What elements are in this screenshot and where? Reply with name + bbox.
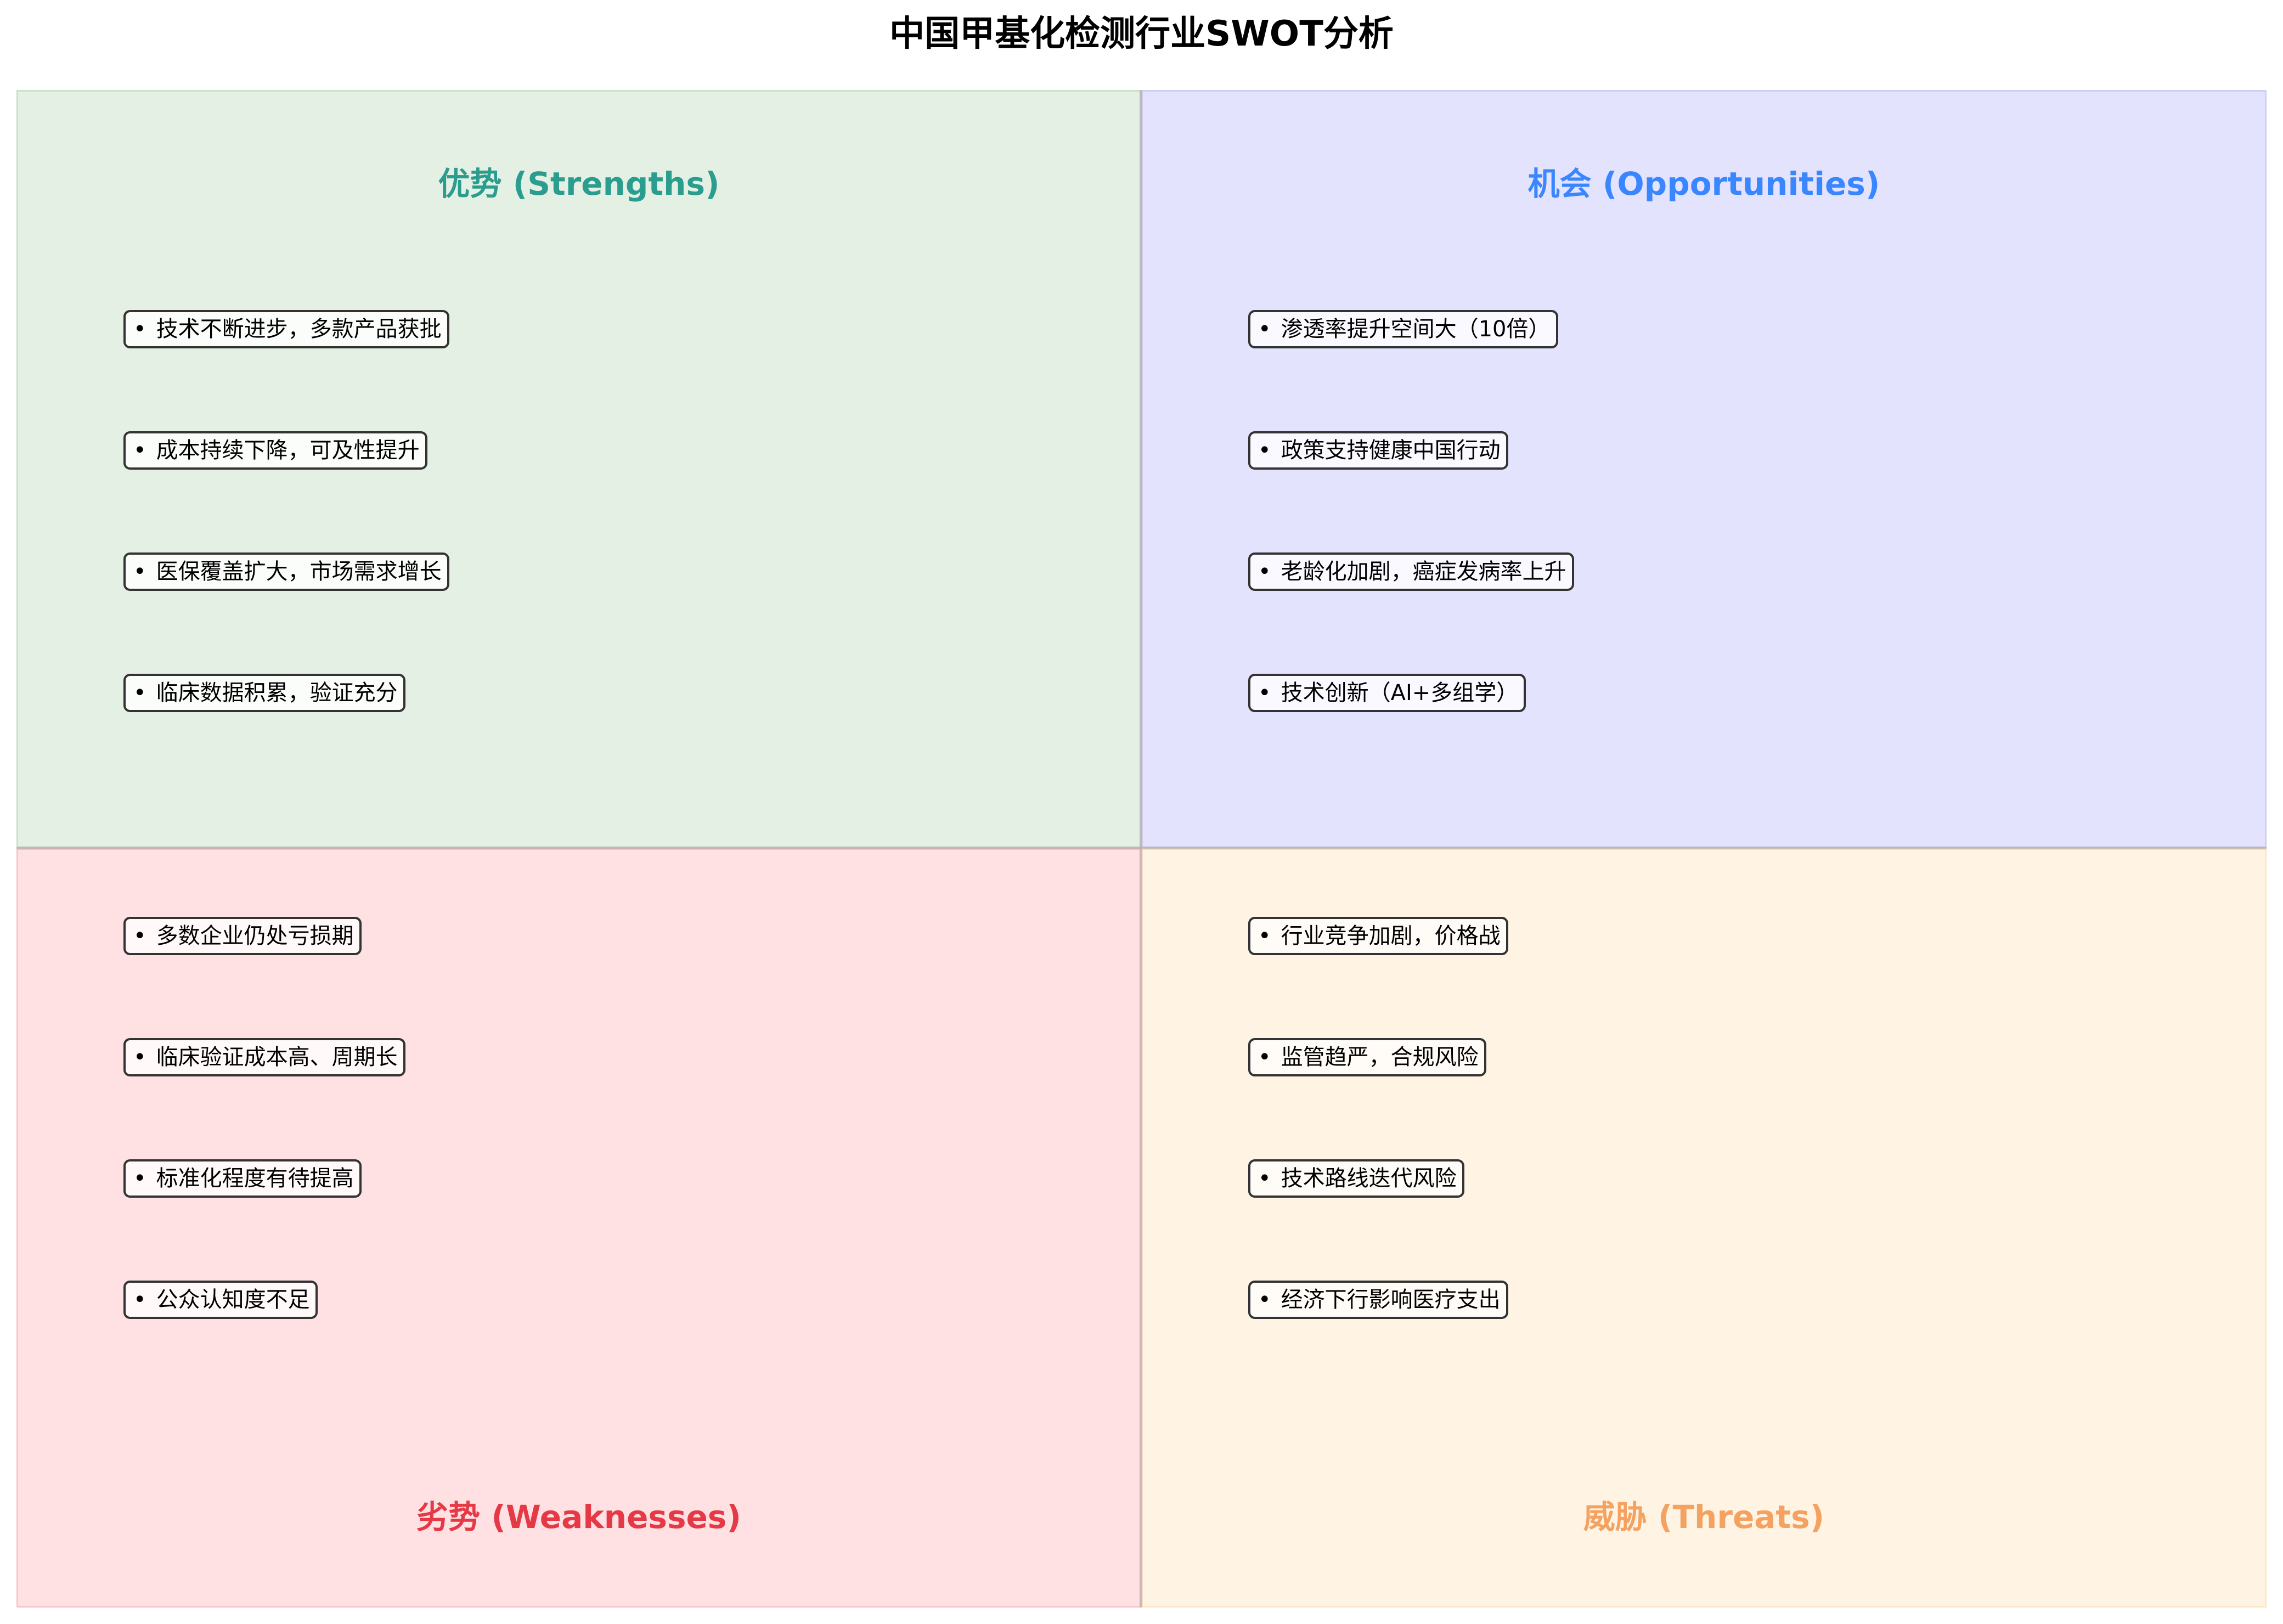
strengths-header: 优势 (Strengths)	[438, 165, 720, 202]
bullet-icon: •	[1258, 1287, 1271, 1312]
item-text: 临床验证成本高、周期长	[156, 1045, 398, 1070]
bullet-icon: •	[133, 680, 146, 706]
item-text: 多数企业仍处亏损期	[156, 923, 354, 949]
opportunities-item: • 政策支持健康中国行动	[1248, 431, 1508, 470]
bullet-icon: •	[133, 438, 146, 463]
weaknesses-item: • 标准化程度有待提高	[123, 1159, 362, 1198]
bullet-icon: •	[1258, 923, 1271, 949]
bullet-icon: •	[133, 923, 146, 949]
strengths-quadrant: 优势 (Strengths) • 技术不断进步，多款产品获批 • 成本持续下降，可及…	[16, 90, 1141, 848]
item-text: 临床数据积累，验证充分	[156, 680, 398, 706]
opportunities-header: 机会 (Opportunities)	[1527, 165, 1880, 202]
weaknesses-item: • 临床验证成本高、周期长	[123, 1038, 405, 1076]
item-text: 医保覆盖扩大，市场需求增长	[156, 559, 442, 584]
bullet-icon: •	[1258, 559, 1271, 584]
item-text: 技术路线迭代风险	[1281, 1166, 1457, 1191]
threats-item: • 行业竞争加剧，价格战	[1248, 917, 1508, 955]
bullet-icon: •	[133, 1045, 146, 1070]
horizontal-divider	[16, 847, 2267, 849]
item-text: 监管趋严，合规风险	[1281, 1045, 1479, 1070]
weaknesses-header: 劣势 (Weaknesses)	[416, 1498, 741, 1536]
strengths-item: • 技术不断进步，多款产品获批	[123, 310, 449, 348]
bullet-icon: •	[1258, 1166, 1271, 1191]
weaknesses-item: • 多数企业仍处亏损期	[123, 917, 362, 955]
item-text: 渗透率提升空间大（10倍）	[1281, 317, 1551, 342]
item-text: 政策支持健康中国行动	[1281, 438, 1501, 463]
bullet-icon: •	[133, 1166, 146, 1191]
item-text: 成本持续下降，可及性提升	[156, 438, 420, 463]
threats-item: • 技术路线迭代风险	[1248, 1159, 1464, 1198]
item-text: 技术创新（AI+多组学）	[1281, 680, 1519, 706]
strengths-item: • 医保覆盖扩大，市场需求增长	[123, 552, 449, 591]
bullet-icon: •	[1258, 680, 1271, 706]
item-text: 公众认知度不足	[156, 1287, 310, 1312]
opportunities-quadrant: 机会 (Opportunities) • 渗透率提升空间大（10倍） • 政策支持健…	[1141, 90, 2267, 848]
bullet-icon: •	[1258, 317, 1271, 342]
weaknesses-item: • 公众认知度不足	[123, 1281, 318, 1319]
threats-item: • 监管趋严，合规风险	[1248, 1038, 1486, 1076]
item-text: 经济下行影响医疗支出	[1281, 1287, 1501, 1312]
opportunities-item: • 技术创新（AI+多组学）	[1248, 674, 1526, 712]
strengths-item: • 临床数据积累，验证充分	[123, 674, 405, 712]
threats-quadrant: • 行业竞争加剧，价格战 • 监管趋严，合规风险 • 技术路线迭代风险 • 经济下行影响…	[1141, 848, 2267, 1608]
weaknesses-quadrant: • 多数企业仍处亏损期 • 临床验证成本高、周期长 • 标准化程度有待提高 • 公众认知…	[16, 848, 1141, 1608]
threats-item: • 经济下行影响医疗支出	[1248, 1281, 1508, 1319]
item-text: 行业竞争加剧，价格战	[1281, 923, 1501, 949]
item-text: 老龄化加剧，癌症发病率上升	[1281, 559, 1566, 584]
item-text: 技术不断进步，多款产品获批	[156, 317, 442, 342]
opportunities-item: • 老龄化加剧，癌症发病率上升	[1248, 552, 1574, 591]
bullet-icon: •	[133, 1287, 146, 1312]
strengths-item: • 成本持续下降，可及性提升	[123, 431, 427, 470]
item-text: 标准化程度有待提高	[156, 1166, 354, 1191]
bullet-icon: •	[1258, 438, 1271, 463]
chart-title: 中国甲基化检测行业SWOT分析	[889, 14, 1394, 54]
threats-header: 威胁 (Threats)	[1583, 1498, 1825, 1536]
bullet-icon: •	[133, 559, 146, 584]
bullet-icon: •	[133, 317, 146, 342]
bullet-icon: •	[1258, 1045, 1271, 1070]
opportunities-item: • 渗透率提升空间大（10倍）	[1248, 310, 1558, 348]
